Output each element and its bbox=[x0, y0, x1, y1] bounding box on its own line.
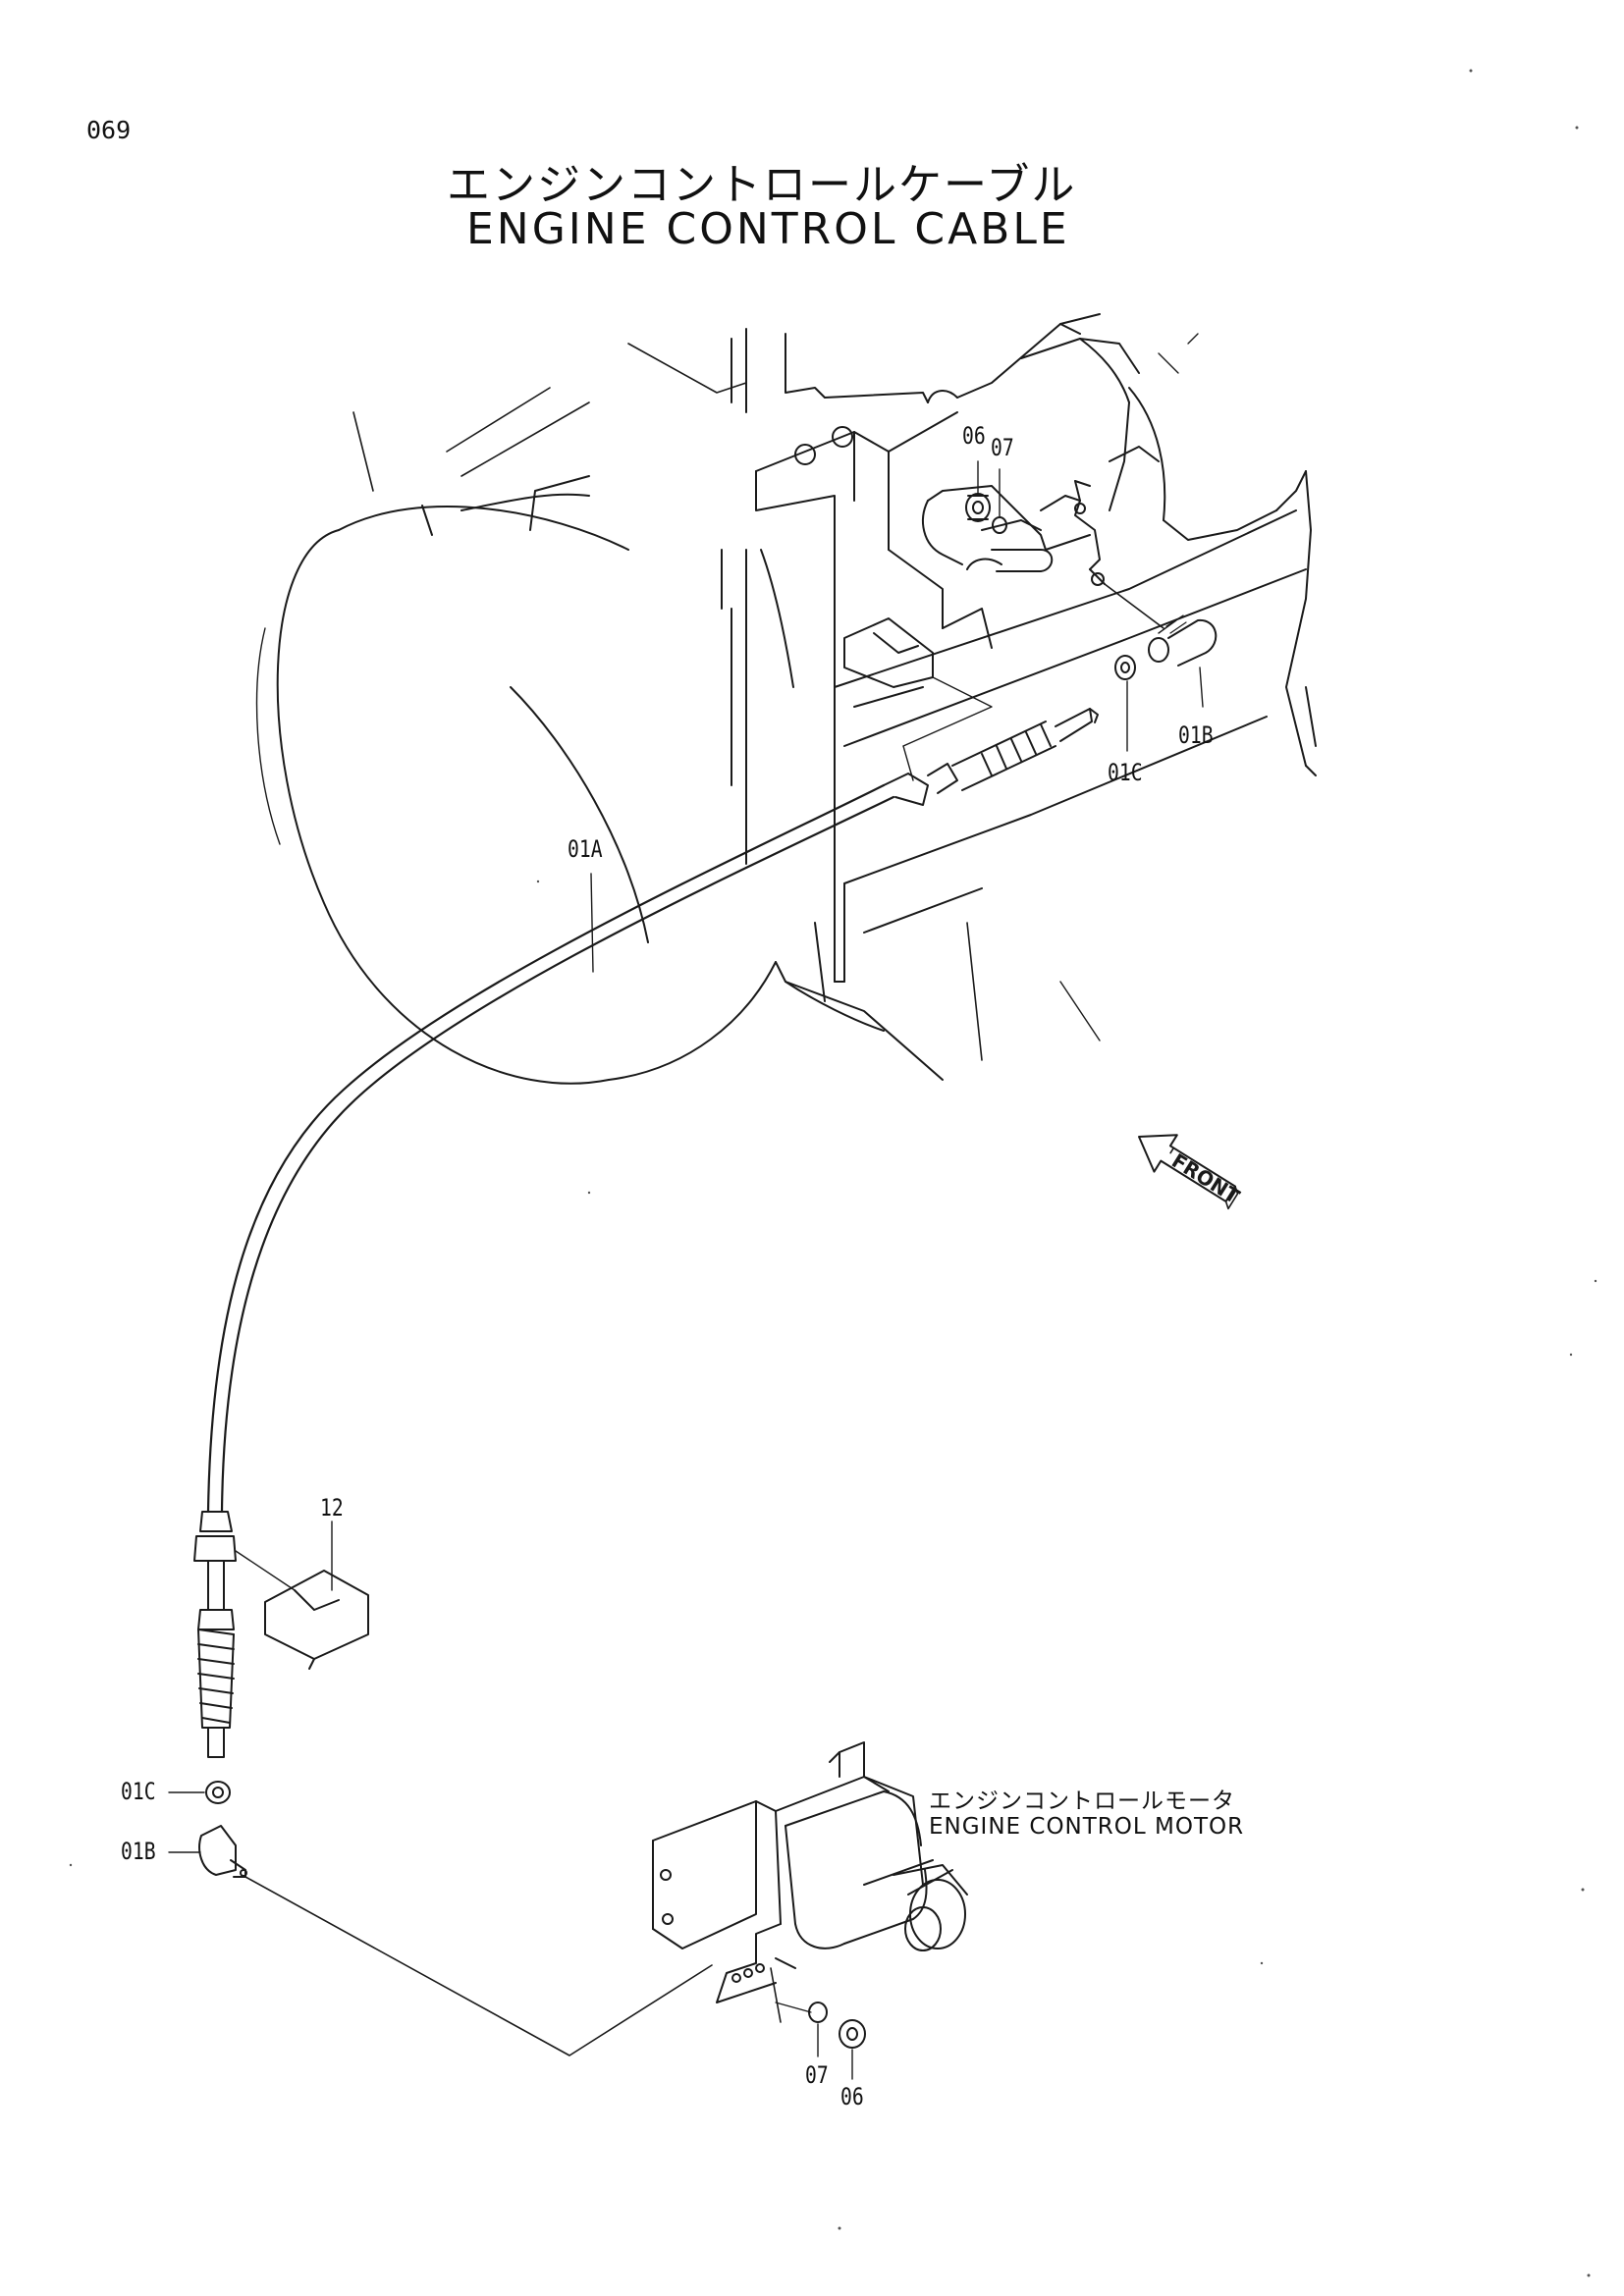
cable-bracket-12 bbox=[236, 1551, 368, 1669]
upper-ball-joint-01b bbox=[1149, 615, 1216, 666]
lower-nut-06 bbox=[839, 2020, 865, 2048]
engine-housing-outline bbox=[257, 334, 1198, 1084]
page-title-english: ENGINE CONTROL CABLE bbox=[466, 204, 1070, 254]
engine-block-outline bbox=[722, 314, 1316, 1001]
lower-ball-joint-01b bbox=[199, 1826, 246, 1877]
governor-lever-assembly bbox=[923, 481, 1164, 628]
lower-nut-01c bbox=[206, 1782, 230, 1803]
scan-speckles bbox=[69, 69, 1597, 2277]
callout-07-top: 07 bbox=[991, 434, 1014, 461]
callout-12: 12 bbox=[320, 1494, 344, 1522]
page-number: 069 bbox=[86, 116, 132, 144]
callout-01a: 01A bbox=[568, 835, 603, 863]
callout-06-bottom: 06 bbox=[840, 2083, 864, 2110]
page-title-japanese: エンジンコントロールケーブル bbox=[447, 160, 1077, 210]
callout-06-top: 06 bbox=[962, 422, 986, 450]
front-arrow-icon: FRONT bbox=[1127, 1118, 1244, 1216]
linkage-line-to-motor bbox=[245, 1877, 712, 2056]
upper-nut-01c bbox=[1115, 656, 1135, 679]
front-arrow-label: FRONT bbox=[1167, 1148, 1244, 1208]
callout-01c-top: 01C bbox=[1108, 759, 1143, 786]
callout-01b-left: 01B bbox=[121, 1838, 156, 1865]
upper-washer-07 bbox=[993, 517, 1006, 533]
motor-label-japanese: エンジンコントロールモータ bbox=[929, 1789, 1235, 1814]
callout-01c-left: 01C bbox=[121, 1778, 156, 1805]
lower-washer-07 bbox=[776, 2002, 827, 2022]
callout-leaders bbox=[169, 461, 1203, 2079]
callout-01b-top: 01B bbox=[1178, 721, 1214, 749]
callout-07-bottom: 07 bbox=[805, 2061, 829, 2089]
motor-label-english: ENGINE CONTROL MOTOR bbox=[929, 1814, 1245, 1840]
engine-control-motor bbox=[653, 1742, 967, 2022]
upper-nut-06 bbox=[966, 494, 990, 521]
control-cable-01a bbox=[194, 709, 1098, 1757]
